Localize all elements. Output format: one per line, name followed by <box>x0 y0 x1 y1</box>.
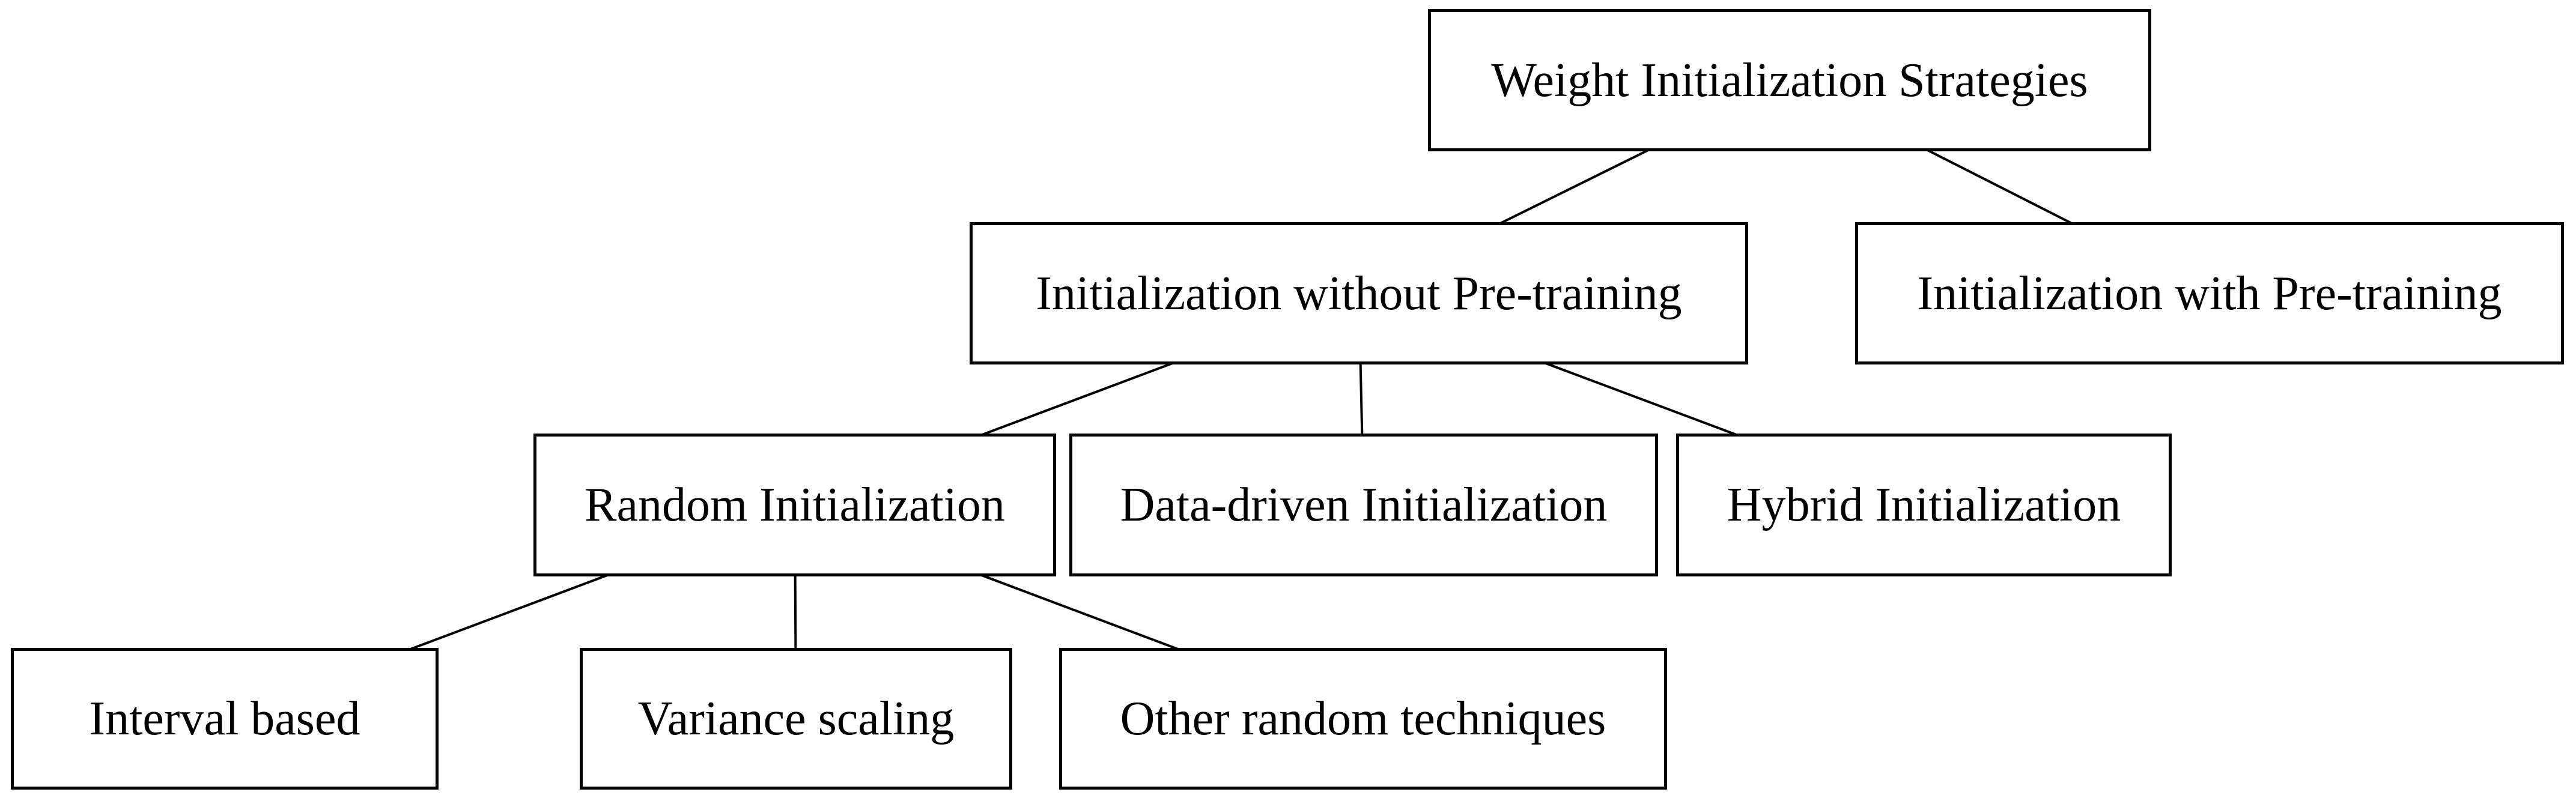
node-other-random-techniques: Other random techniques <box>1059 648 1667 790</box>
node-data-driven-initialization: Data-driven Initialization <box>1069 434 1658 576</box>
node-weight-initialization-strategies: Weight Initialization Strategies <box>1428 9 2151 151</box>
node-initialization-without-pre-training: Initialization without Pre-training <box>970 222 1748 364</box>
node-label: Weight Initialization Strategies <box>1491 53 2088 107</box>
node-label: Random Initialization <box>585 479 1005 531</box>
node-label: Hybrid Initialization <box>1727 479 2121 531</box>
node-label: Initialization without Pre-training <box>1036 267 1682 320</box>
node-label: Interval based <box>89 692 360 745</box>
node-random-initialization: Random Initialization <box>533 434 1056 576</box>
node-label: Data-driven Initialization <box>1120 479 1608 531</box>
node-label: Initialization with Pre-training <box>1917 267 2502 320</box>
node-variance-scaling: Variance scaling <box>580 648 1012 790</box>
node-initialization-with-pre-training: Initialization with Pre-training <box>1855 222 2564 364</box>
node-interval-based: Interval based <box>11 648 439 790</box>
node-label: Other random techniques <box>1120 692 1606 745</box>
node-label: Variance scaling <box>637 692 955 745</box>
node-hybrid-initialization: Hybrid Initialization <box>1676 434 2172 576</box>
